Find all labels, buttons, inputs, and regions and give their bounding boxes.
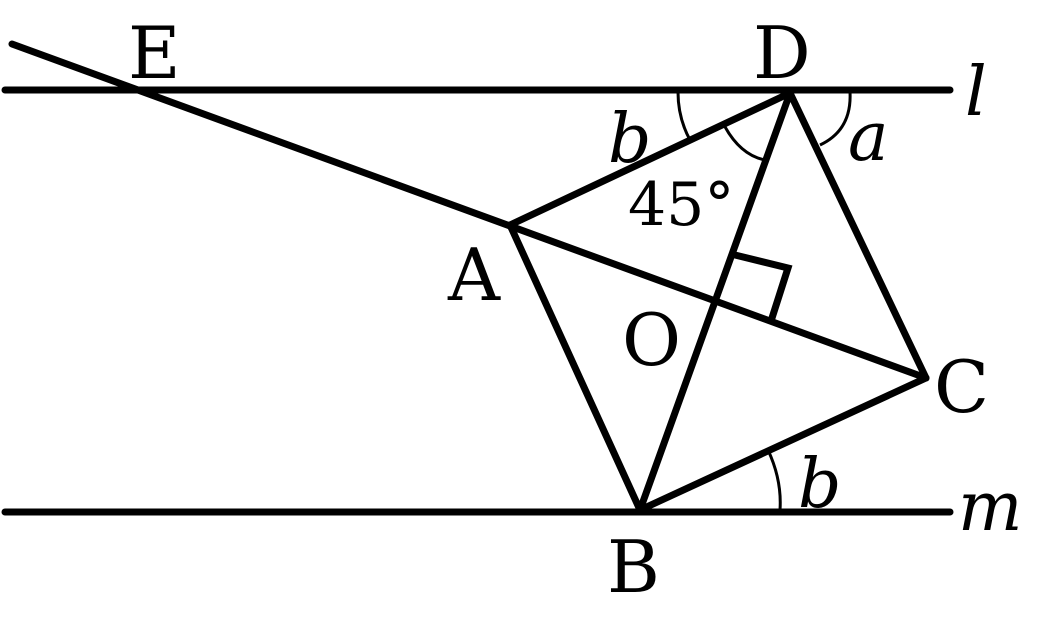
angle-arc-b-bottom: [766, 449, 782, 511]
segment-a-b: [506, 221, 644, 514]
diagonal-d-b: [636, 89, 794, 514]
label-line-l: l: [965, 53, 987, 132]
angle-arc-b-top: [676, 91, 692, 141]
label-angle-b-top: b: [608, 100, 652, 179]
line-e-c: [8, 40, 930, 382]
label-angle-45: 45°: [628, 170, 734, 240]
label-angle-a: a: [848, 98, 889, 177]
angle-arc-a: [819, 91, 852, 147]
label-d: D: [753, 11, 811, 95]
segment-b-c: [636, 374, 930, 514]
segment-d-a: [506, 89, 794, 229]
label-line-m: m: [958, 468, 1022, 547]
label-a: A: [447, 233, 501, 317]
label-b: B: [607, 525, 660, 609]
angle-arc-45: [722, 124, 766, 162]
segment-c-d: [786, 89, 930, 382]
right-angle-marker: [731, 251, 793, 322]
label-o: O: [622, 298, 681, 382]
label-c: C: [934, 345, 989, 429]
label-angle-b-bottom: b: [798, 445, 842, 524]
label-e: E: [128, 11, 181, 95]
